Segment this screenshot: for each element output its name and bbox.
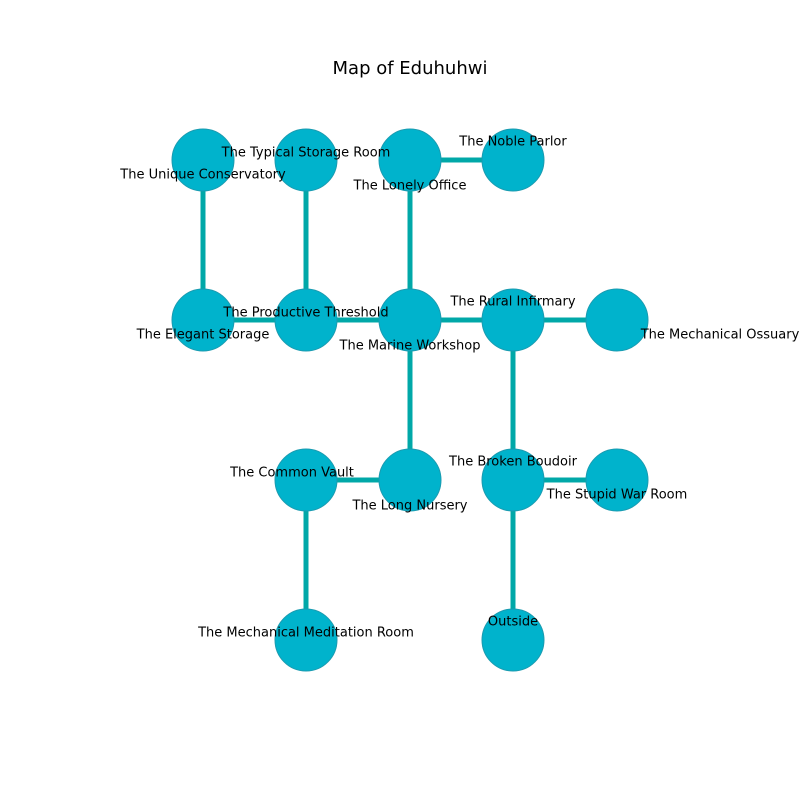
room-label-productive-threshold: The Productive Threshold (222, 306, 388, 321)
room-label-typical-storage-room: The Typical Storage Room (221, 146, 391, 161)
room-label-elegant-storage: The Elegant Storage (136, 328, 270, 343)
room-label-mechanical-meditation-room: The Mechanical Meditation Room (197, 626, 414, 641)
room-label-stupid-war-room: The Stupid War Room (546, 488, 688, 503)
room-node-productive-threshold (274, 288, 338, 352)
room-label-lonely-office: The Lonely Office (353, 179, 467, 194)
room-label-common-vault: The Common Vault (229, 466, 354, 481)
room-node-long-nursery (378, 448, 442, 512)
room-node-unique-conservatory (171, 128, 235, 192)
room-node-outside (481, 608, 545, 672)
room-label-marine-workshop: The Marine Workshop (339, 339, 481, 354)
room-node-broken-boudoir (481, 448, 545, 512)
room-labels-layer: The Unique Conservatory The Typical Stora… (119, 135, 799, 641)
room-label-noble-parlor: The Noble Parlor (458, 135, 567, 150)
room-label-broken-boudoir: The Broken Boudoir (448, 455, 578, 470)
map-title: Map of Eduhuhwi (333, 58, 488, 79)
room-label-mechanical-ossuary: The Mechanical Ossuary (640, 328, 800, 343)
room-label-long-nursery: The Long Nursery (351, 499, 467, 514)
room-node-mechanical-meditation-room (274, 608, 338, 672)
room-node-typical-storage-room (274, 128, 338, 192)
room-node-mechanical-ossuary (585, 288, 649, 352)
room-label-unique-conservatory: The Unique Conservatory (119, 168, 286, 183)
room-label-outside: Outside (488, 615, 538, 630)
room-node-lonely-office (378, 128, 442, 192)
room-node-rural-infirmary (481, 288, 545, 352)
room-label-rural-infirmary: The Rural Infirmary (449, 295, 575, 310)
room-node-common-vault (274, 448, 338, 512)
room-node-marine-workshop (378, 288, 442, 352)
room-node-noble-parlor (481, 128, 545, 192)
rooms-layer (171, 128, 649, 672)
room-node-elegant-storage (171, 288, 235, 352)
room-node-stupid-war-room (585, 448, 649, 512)
